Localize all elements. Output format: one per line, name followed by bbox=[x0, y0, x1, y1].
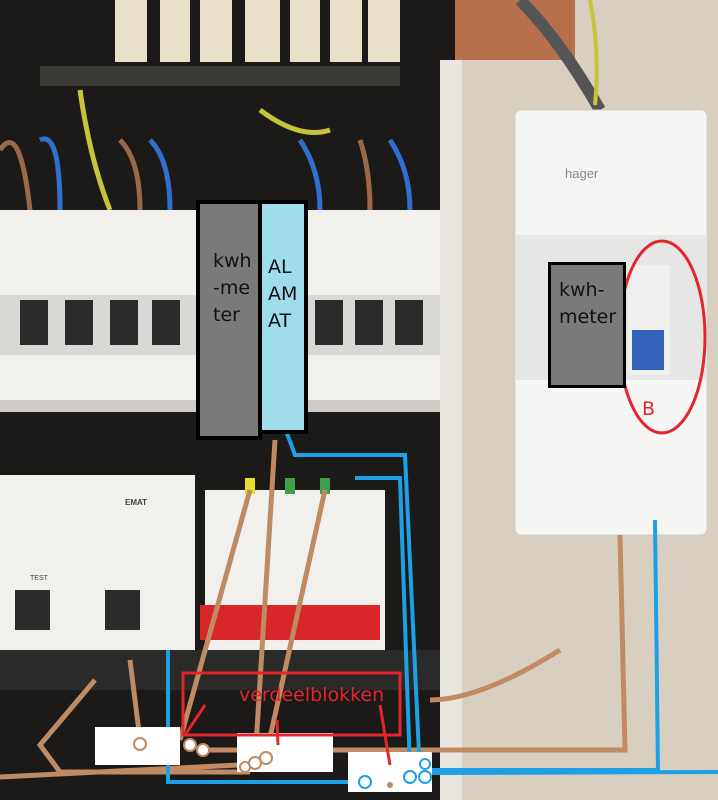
verdeelblokken-outline bbox=[181, 671, 402, 737]
emat-brand-label: EMAT bbox=[125, 498, 148, 507]
hager-logo: hager bbox=[565, 166, 599, 181]
verdeelblokken-label: verdeelblokken bbox=[239, 684, 385, 706]
kwh-meter-right-label: kwh-meter bbox=[559, 279, 617, 328]
rcd-test-label: TEST bbox=[30, 575, 48, 582]
kwh-meter-left-box: kwh-meter bbox=[196, 200, 262, 440]
blue-wire-annotations bbox=[166, 419, 718, 784]
brown-wire-annotations bbox=[0, 439, 628, 780]
kwh-meter-left-label: kwh-meter bbox=[213, 250, 252, 326]
kwh-meter-right-box: kwh-meter bbox=[548, 262, 626, 388]
circle-label-b: B bbox=[642, 398, 656, 420]
alamat-label: ALAMAT bbox=[268, 256, 298, 332]
alamat-box: ALAMAT bbox=[258, 200, 308, 434]
